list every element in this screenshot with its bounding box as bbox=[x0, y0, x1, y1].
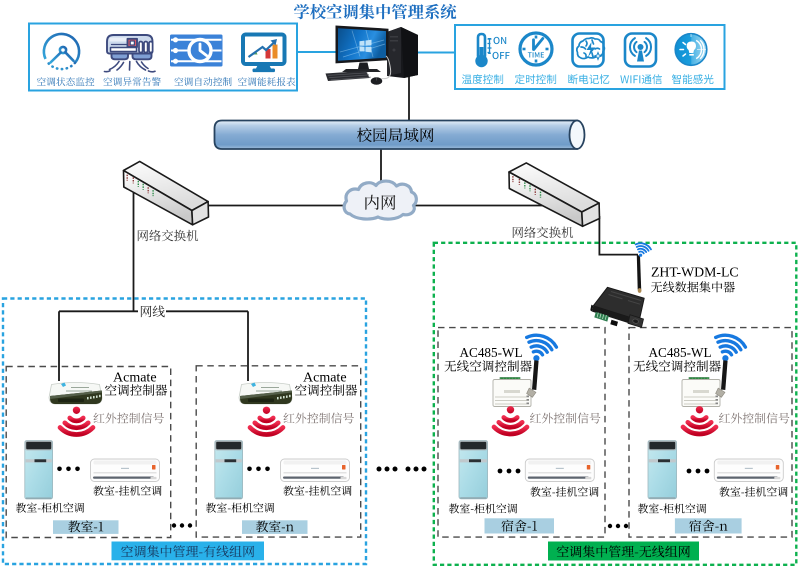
svg-text:Acmate: Acmate bbox=[113, 371, 157, 386]
svg-text:Acmate: Acmate bbox=[303, 371, 347, 386]
svg-text:AC485-WL: AC485-WL bbox=[460, 345, 523, 360]
svg-text:ZHT-WDM-LC: ZHT-WDM-LC bbox=[651, 265, 739, 280]
svg-text:AC485-WL: AC485-WL bbox=[649, 345, 712, 360]
